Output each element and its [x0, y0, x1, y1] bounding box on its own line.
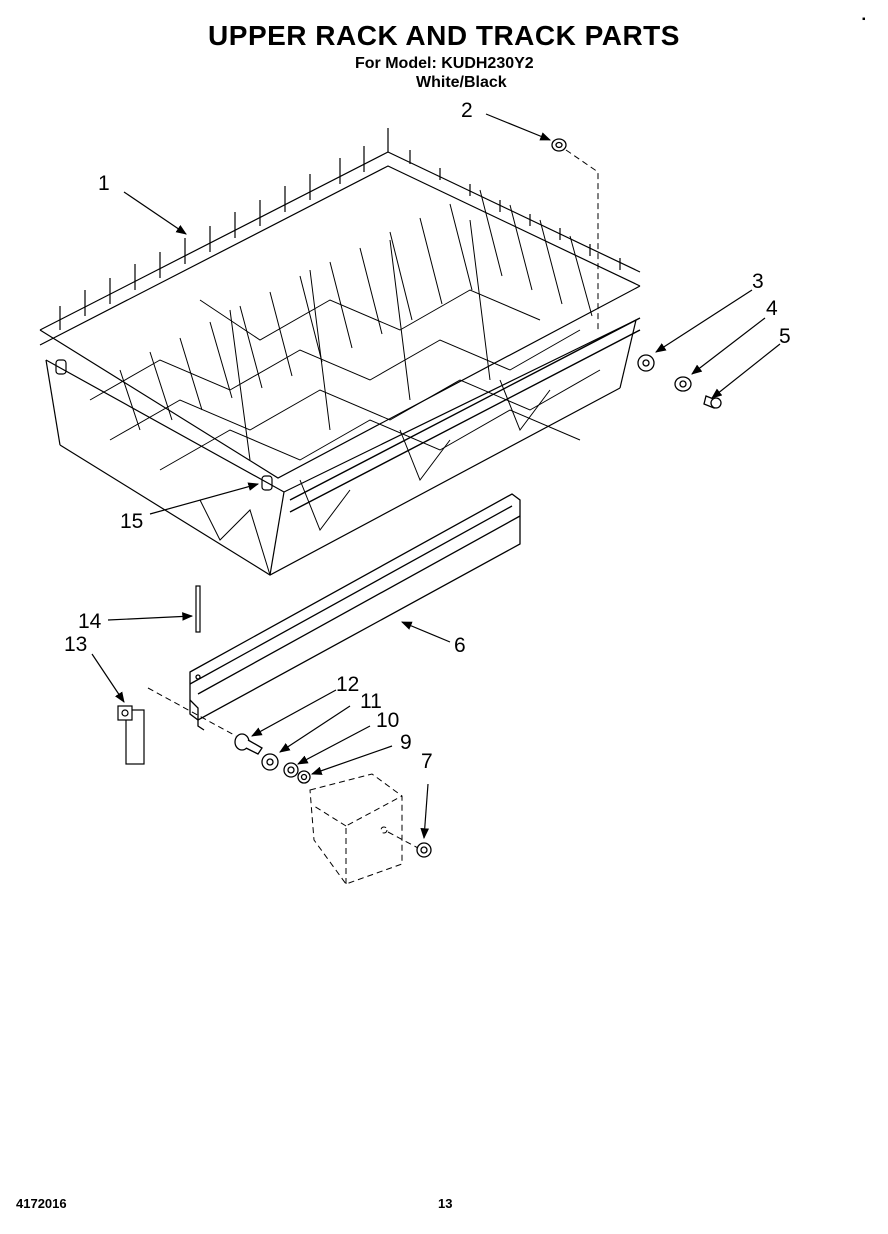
- callout-12: 12: [336, 673, 359, 696]
- upper-rack: [39, 128, 641, 576]
- color-variant: White/Black: [416, 74, 507, 91]
- callout-13: 13: [64, 633, 87, 656]
- callout-5: 5: [779, 325, 791, 348]
- hardware-parts: [234, 138, 722, 858]
- callout-2: 2: [461, 99, 473, 122]
- model-line: For Model: KUDH230Y2: [355, 55, 534, 72]
- callout-labels: 1 2 3 4 5 6 7 9 10 11 12 13 14 15: [64, 99, 791, 773]
- callout-7: 7: [421, 750, 433, 773]
- callout-15: 15: [120, 510, 143, 533]
- page-number: 13: [438, 1196, 453, 1211]
- track-rail: [189, 493, 521, 731]
- callout-9: 9: [400, 731, 412, 754]
- leader-lines: [91, 113, 781, 840]
- callout-11: 11: [360, 690, 382, 713]
- callout-10: 10: [376, 709, 399, 732]
- corner-mark: ▪: [862, 14, 866, 25]
- callout-1: 1: [98, 172, 110, 195]
- rod-part: [195, 585, 201, 633]
- callout-3: 3: [752, 270, 764, 293]
- reference-lines: [147, 149, 599, 885]
- callout-4: 4: [766, 297, 778, 320]
- page-title: UPPER RACK AND TRACK PARTS: [208, 20, 680, 51]
- callout-14: 14: [78, 610, 102, 633]
- document-code: 4172016: [16, 1196, 67, 1211]
- callout-6: 6: [454, 634, 466, 657]
- clip-part: [117, 705, 145, 765]
